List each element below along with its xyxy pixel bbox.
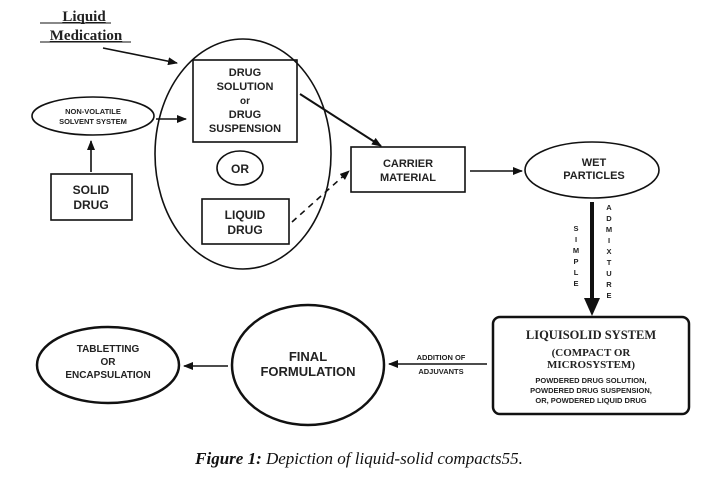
liquid-medication-group-ellipse [154,38,332,270]
liquisolid-detail-2: POWDERED DRUG SUSPENSION, [530,386,652,395]
simple-letter: S [573,224,578,233]
arrow-liquid-drug-to-carrier [291,170,350,223]
liquid-drug-line2: DRUG [227,223,262,237]
final-formulation-node: FINAL FORMULATION [230,303,386,427]
admixture-letter: M [606,225,612,234]
simple-letter: M [573,246,579,255]
wet-particles-line1: WET [582,157,607,169]
admixture-label: A D M I X T U R E [606,203,612,300]
drug-solution-line3: or [240,96,250,107]
tabletting-line2: OR [101,357,117,368]
figure-caption-text: Depiction of liquid-solid compacts55. [261,449,523,468]
simple-label: S I M P L E [573,224,579,288]
drug-solution-box [192,59,298,143]
tabletting-line3: ENCAPSULATION [65,370,150,381]
adjuvants-label: ADJUVANTS [418,367,463,376]
figure-label: Figure 1: [195,449,262,468]
addition-of-label: ADDITION OF [417,353,466,362]
or-label: OR [231,162,249,176]
liquisolid-detail-1: POWDERED DRUG SOLUTION, [535,376,646,385]
arrow-liquid-medication [102,47,178,66]
final-formulation-line1: FINAL [289,349,327,364]
liquid-medication-line2: Medication [50,28,123,44]
tabletting-ellipse [35,325,181,405]
admixture-letter: I [608,236,610,245]
admixture-letter: T [607,258,612,267]
non-volatile-line2: SOLVENT SYSTEM [59,117,127,126]
or-node: OR [216,150,264,186]
liquisolid-subtitle-1: (COMPACT OR [552,347,632,359]
tabletting-line1: TABLETTING [77,344,140,355]
admixture-letter: A [606,203,612,212]
wet-particles-line2: PARTICLES [563,170,625,182]
simple-letter: E [573,279,578,288]
non-volatile-ellipse [31,96,155,136]
admixture-letter: X [606,247,611,256]
solid-drug-line1: SOLID [73,183,110,197]
final-formulation-line2: FORMULATION [260,364,355,379]
or-ellipse [216,150,264,186]
carrier-material-line1: CARRIER [383,158,433,170]
non-volatile-solvent-node: NON-VOLATILE SOLVENT SYSTEM [31,96,155,136]
wet-particles-node: WET PARTICLES [524,141,660,199]
liquisolid-system-node: LIQUISOLID SYSTEM (COMPACT OR MICROSYSTE… [491,315,691,416]
solid-drug-node: SOLID DRUG [50,173,133,221]
non-volatile-line1: NON-VOLATILE [65,107,121,116]
solid-drug-box [50,173,133,221]
drug-solution-line5: SUSPENSION [209,123,281,135]
liquid-drug-line1: LIQUID [225,208,266,222]
simple-letter: L [574,268,579,277]
solid-drug-line2: DRUG [73,198,108,212]
arrow-wet-to-liquisolid-head [584,298,600,316]
admixture-letter: D [606,214,612,223]
liquisolid-system-box [491,315,691,416]
drug-solution-line1: DRUG [229,67,261,79]
liquid-drug-box [201,198,290,245]
simple-letter: I [575,235,577,244]
admixture-letter: E [606,291,611,300]
liquisolid-subtitle-2: MICROSYSTEM) [547,359,635,371]
liquid-drug-node: LIQUID DRUG [201,198,290,245]
drug-solution-node: DRUG SOLUTION or DRUG SUSPENSION [192,59,298,143]
simple-letter: P [573,257,578,266]
carrier-material-line2: MATERIAL [380,172,436,184]
carrier-material-node: CARRIER MATERIAL [350,146,466,193]
arrow-solution-to-carrier [299,93,382,147]
drug-solution-line4: DRUG [229,109,261,121]
drug-solution-line2: SOLUTION [217,81,274,93]
final-formulation-ellipse [230,303,386,427]
wet-particles-ellipse [524,141,660,199]
figure-caption: Figure 1: Depiction of liquid-solid comp… [0,449,718,469]
tabletting-node: TABLETTING OR ENCAPSULATION [35,325,181,405]
liquisolid-title: LIQUISOLID SYSTEM [526,328,656,342]
liquisolid-detail-3: OR, POWDERED LIQUID DRUG [535,396,646,405]
carrier-material-box [350,146,466,193]
admixture-letter: U [606,269,611,278]
admixture-letter: R [606,280,612,289]
liquid-medication-line1: Liquid [62,9,106,25]
liquid-medication-label: Liquid Medication [40,9,131,44]
